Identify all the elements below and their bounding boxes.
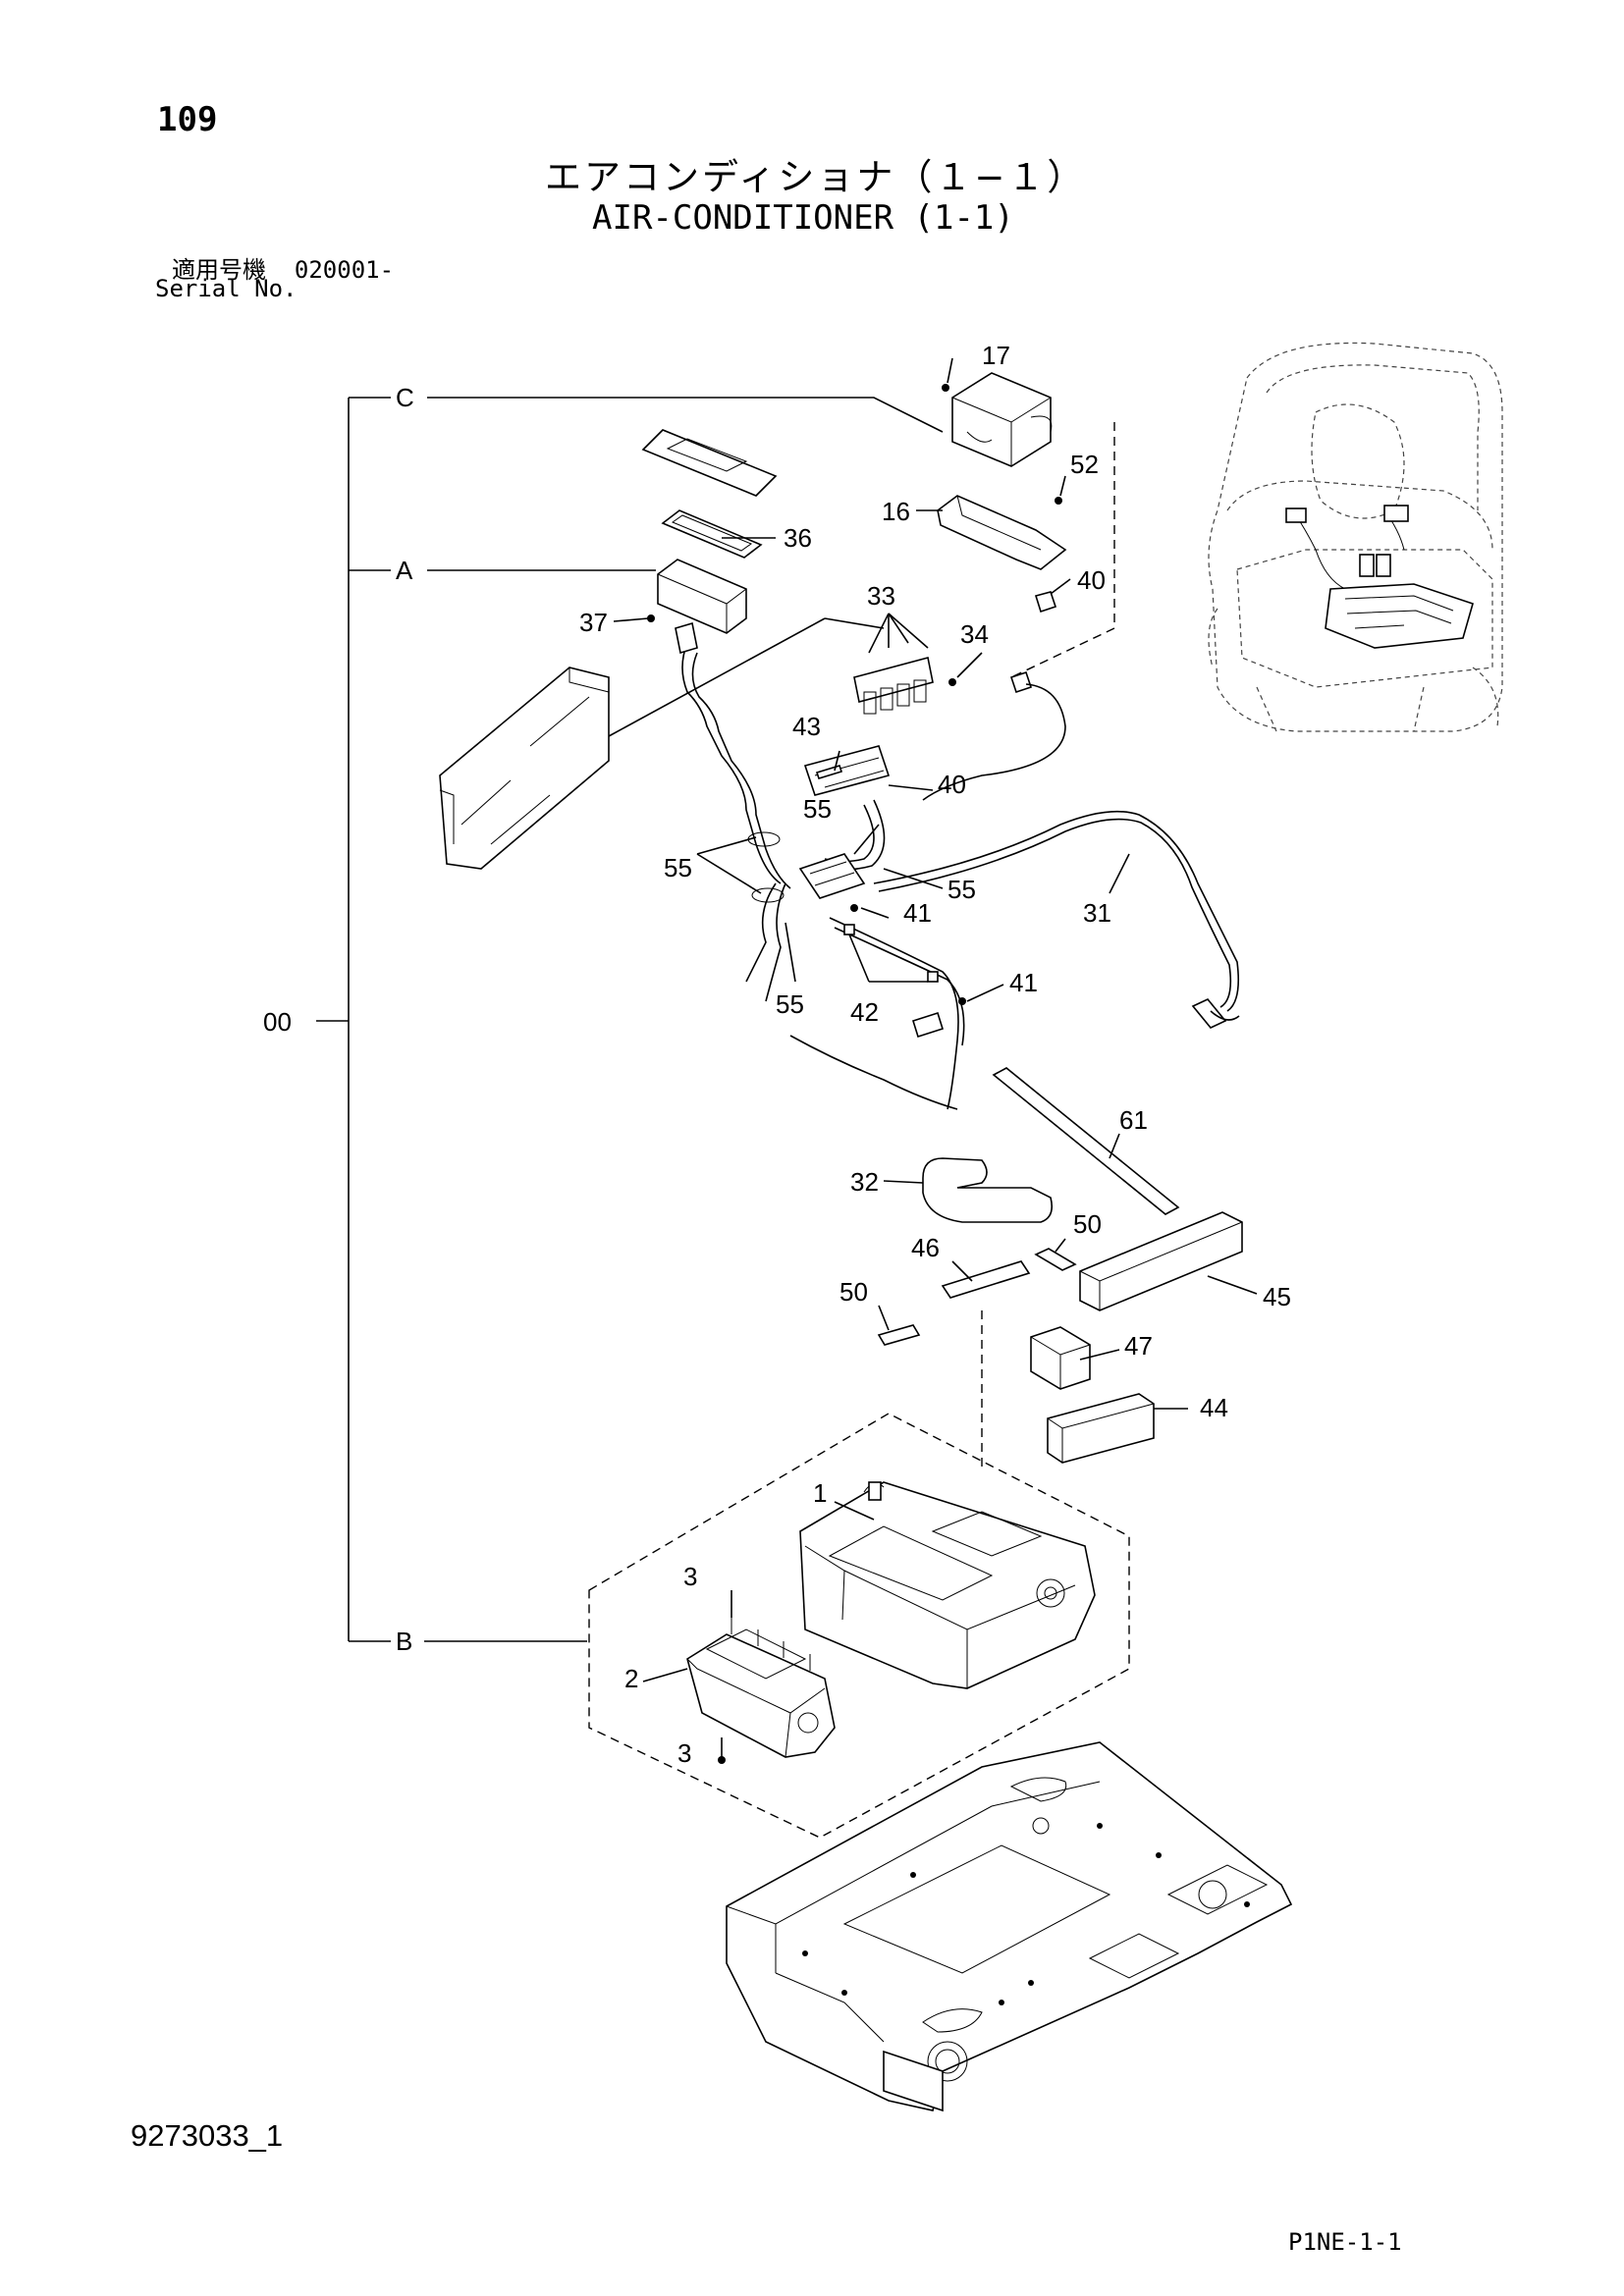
callout-part-36: 36: [784, 523, 812, 553]
callout-part-40-upper: 40: [1077, 565, 1106, 595]
callout-part-50-right: 50: [1073, 1209, 1102, 1239]
page-title-english: AIR-CONDITIONER (1-1): [592, 198, 1014, 238]
callout-part-34: 34: [960, 619, 989, 649]
callout-part-55-left: 55: [664, 853, 692, 882]
document-number: 9273033_1: [131, 2118, 284, 2153]
group-label-root: 00: [263, 1007, 292, 1037]
callout-part-2: 2: [624, 1664, 638, 1693]
callout-part-3-upper: 3: [683, 1562, 697, 1591]
callout-part-41-upper: 41: [903, 898, 932, 928]
callout-part-3-lower: 3: [677, 1738, 691, 1768]
bracket-assembly-c: [916, 357, 1115, 628]
callout-part-46: 46: [911, 1233, 940, 1262]
callout-part-31: 31: [1083, 898, 1111, 928]
callout-part-33: 33: [867, 581, 895, 611]
group-label-b: B: [396, 1627, 412, 1656]
callout-part-55-bottom: 55: [776, 989, 804, 1019]
callout-part-32: 32: [850, 1167, 879, 1197]
callout-part-45: 45: [1263, 1282, 1291, 1311]
page-code: P1NE-1-1: [1288, 2228, 1402, 2256]
callout-part-16: 16: [882, 497, 910, 526]
air-conditioner-unit-b: [588, 1413, 1130, 1839]
control-panel-assembly-a: [439, 429, 826, 870]
callout-part-40-lower: 40: [938, 770, 966, 799]
serial-label-japanese: 適用号機: [172, 256, 266, 284]
callout-part-17: 17: [982, 341, 1010, 370]
page-number: 109: [157, 100, 218, 139]
callout-part-47: 47: [1124, 1331, 1153, 1361]
callout-part-37: 37: [579, 608, 608, 637]
group-label-a: A: [396, 556, 413, 585]
callout-part-52: 52: [1070, 450, 1099, 479]
cab-floor-plate: [726, 1741, 1293, 2112]
callout-part-55-right: 55: [947, 875, 976, 904]
callout-part-42: 42: [850, 997, 879, 1027]
callout-part-44: 44: [1200, 1393, 1228, 1422]
seals-and-ducts: [877, 1067, 1258, 1472]
page-title-japanese: エアコンディショナ（１−１）: [545, 156, 1087, 198]
serial-label-english: Serial No.: [155, 275, 298, 302]
cab-reference-view: [1208, 342, 1503, 732]
callout-part-55-top: 55: [803, 794, 832, 824]
serial-applicability: 適用号機 020001-: [172, 250, 394, 285]
group-hierarchy-bracket: [316, 397, 944, 1642]
callout-part-61: 61: [1119, 1105, 1148, 1135]
serial-value: 020001-: [294, 256, 395, 284]
callout-part-43: 43: [792, 712, 821, 741]
group-label-c: C: [396, 383, 414, 412]
relays-and-harness: [675, 613, 1240, 1110]
callout-part-50-left: 50: [839, 1277, 868, 1307]
callout-part-41-lower: 41: [1009, 968, 1038, 997]
callout-part-1: 1: [813, 1478, 827, 1508]
